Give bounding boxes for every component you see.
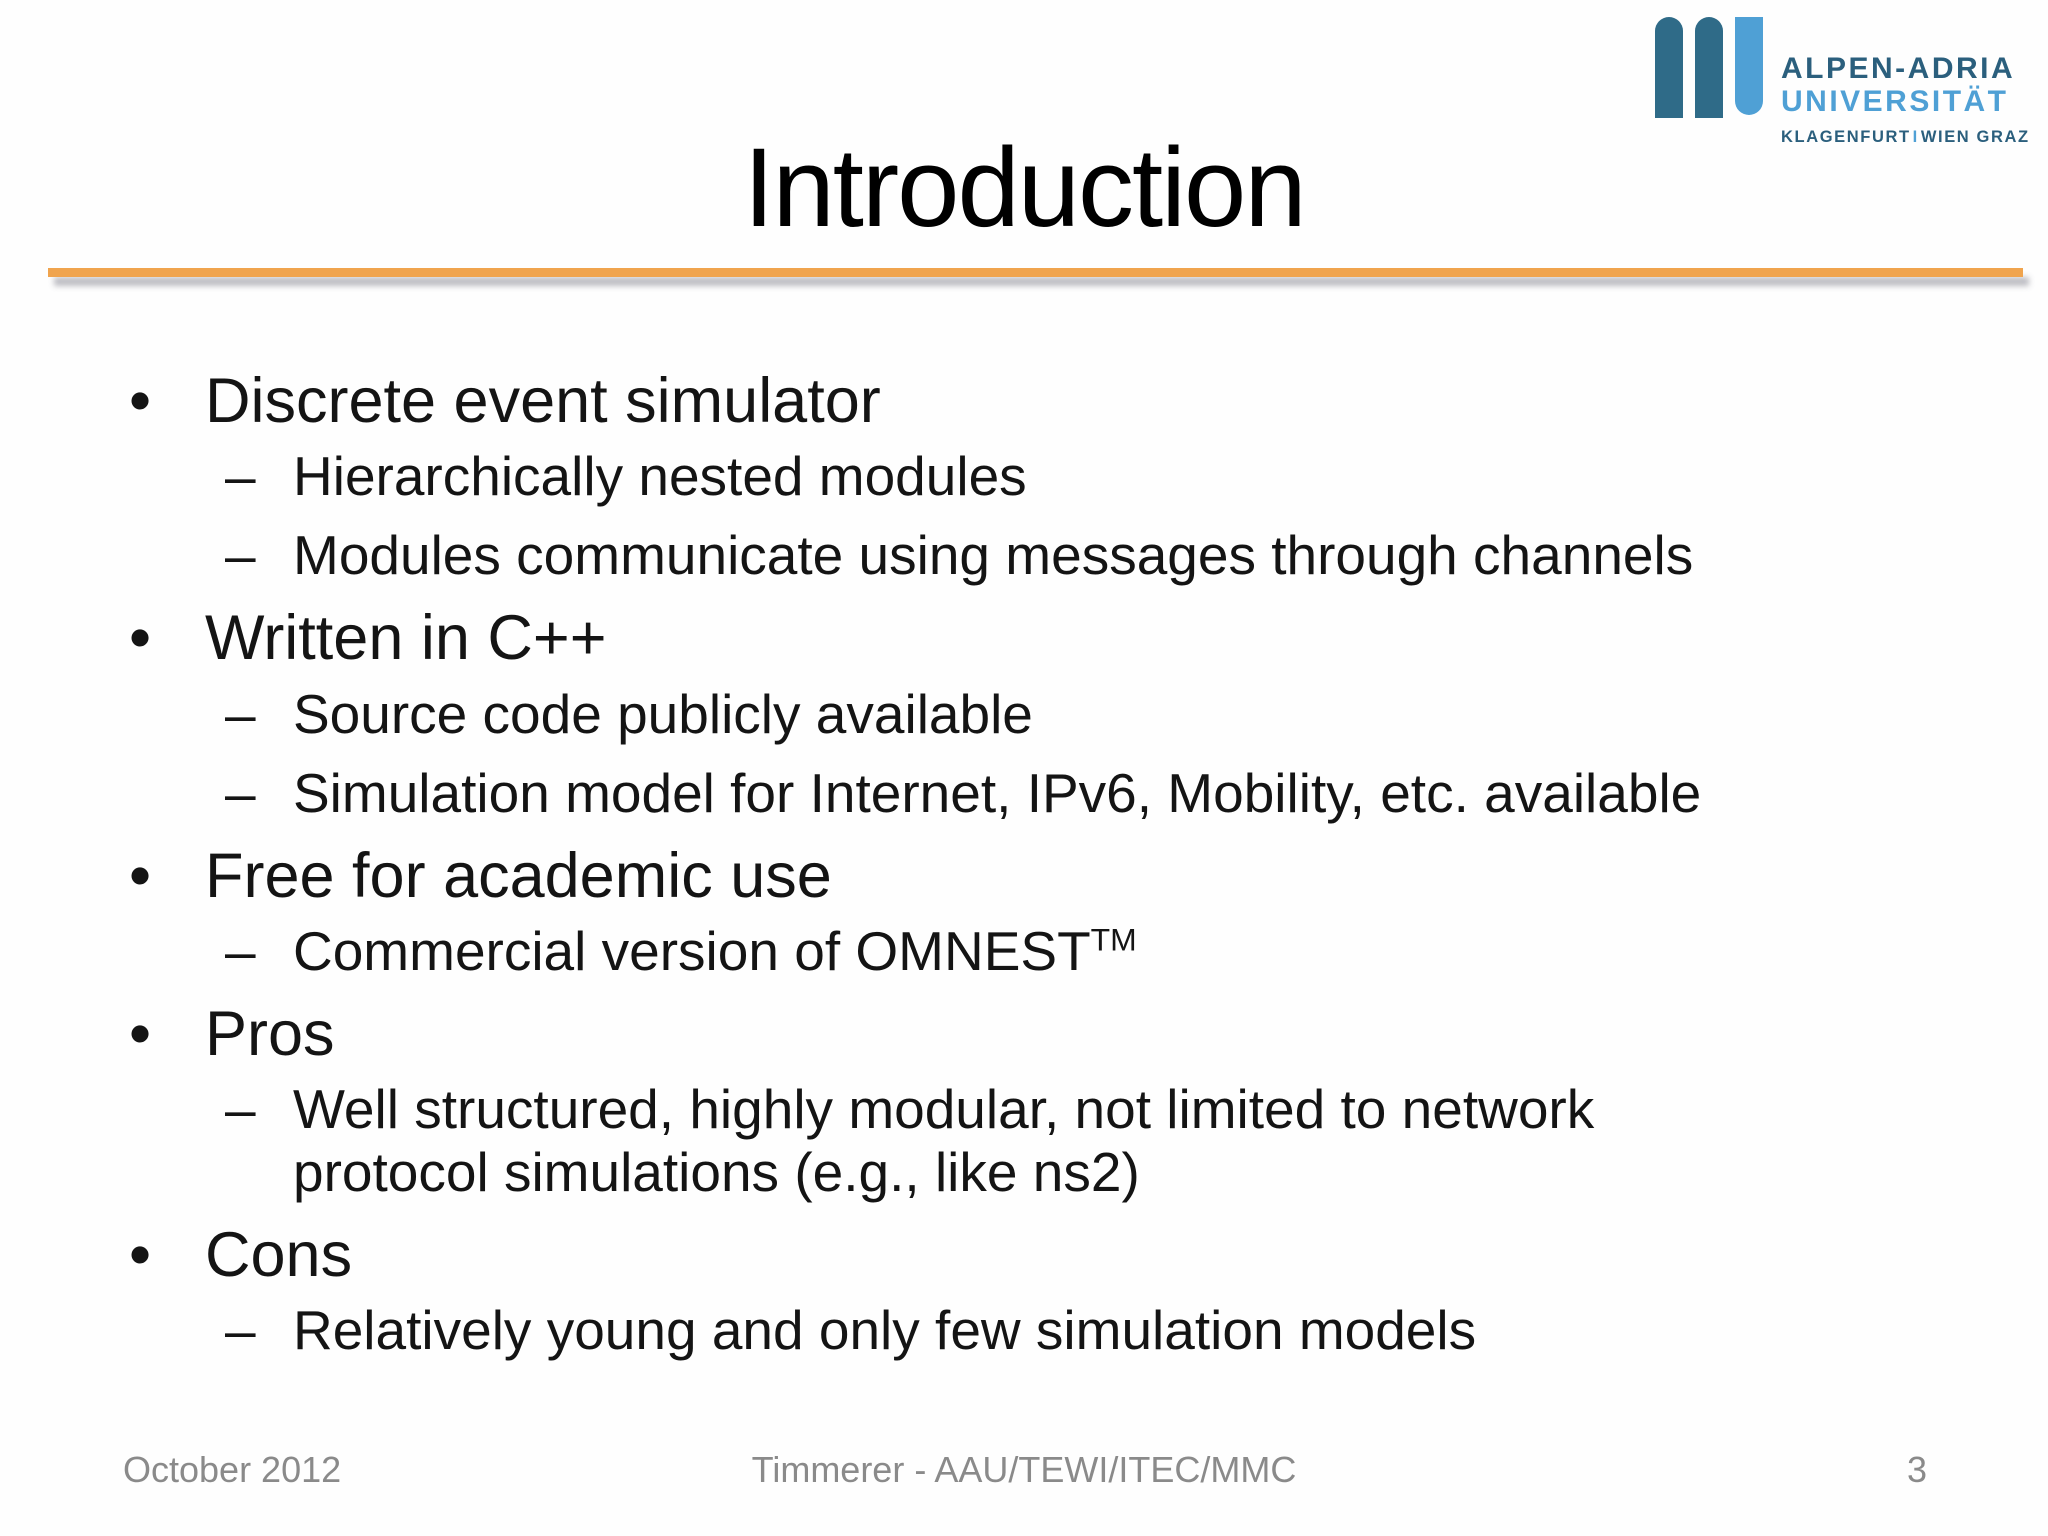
sub-bullet-text: Hierarchically nested modules	[293, 445, 1027, 508]
sub-bullet-text-line: Well structured, highly modular, not lim…	[293, 1078, 1595, 1141]
sub-bullet-text: Relatively young and only few simulation…	[293, 1298, 1477, 1361]
bullet-dot: •	[129, 366, 152, 436]
bullet-dash: –	[225, 682, 256, 745]
sub-bullet-list: – Well structured, highly modular, not l…	[127, 1078, 1840, 1202]
bullet-dash: –	[225, 761, 256, 824]
bullet-dash: –	[225, 1078, 256, 1141]
bullet-list: • Discrete event simulator – Hierarchica…	[127, 366, 1840, 1361]
sub-bullet-list: – Hierarchically nested modules – Module…	[127, 445, 1840, 586]
sub-bullet-list: – Commercial version of OMNESTTM	[127, 920, 1840, 982]
sub-bullet-list: – Relatively young and only few simulati…	[127, 1299, 1840, 1361]
footer-date: October 2012	[123, 1449, 342, 1490]
logo-line-universitaet: UNIVERSITÄT	[1781, 85, 2009, 118]
bullet-item: • Written in C++	[127, 603, 1840, 674]
bullet-text: Discrete event simulator	[205, 366, 881, 436]
bullet-dash: –	[225, 1298, 256, 1361]
logo-arch-icon	[1695, 17, 1723, 118]
sub-bullet-list: – Source code publicly available – Simul…	[127, 683, 1840, 824]
sub-bullet-text: Modules communicate using messages throu…	[293, 524, 1694, 587]
bullet-dash: –	[225, 920, 256, 983]
sub-bullet-item: – Simulation model for Internet, IPv6, M…	[127, 762, 1840, 824]
logo-city-right: WIEN GRAZ	[1920, 128, 2030, 146]
footer-page-number: 3	[1906, 1449, 1927, 1490]
sub-bullet-item: – Well structured, highly modular, not l…	[127, 1078, 1840, 1202]
logo-line-alpen-adria: ALPEN-ADRIA	[1781, 52, 2016, 85]
bullet-text: Free for academic use	[205, 840, 832, 911]
bullet-item: • Pros	[127, 999, 1840, 1070]
sub-bullet-text: Commercial version of OMNEST	[293, 920, 1091, 983]
sub-bullet-item: – Relatively young and only few simulati…	[127, 1299, 1840, 1361]
sub-bullet-item: – Commercial version of OMNESTTM	[127, 920, 1840, 982]
sub-bullet-item: – Hierarchically nested modules	[127, 445, 1840, 507]
footer-credit: Timmerer - AAU/TEWI/ITEC/MMC	[751, 1449, 1297, 1490]
bullet-dot: •	[129, 603, 152, 674]
sub-bullet-item: – Source code publicly available	[127, 683, 1840, 745]
bullet-dot: •	[129, 999, 152, 1070]
slide-body: • Discrete event simulator – Hierarchica…	[127, 366, 1840, 1378]
logo-city-left: KLAGENFURT	[1781, 128, 1911, 146]
sub-bullet-text: Source code publicly available	[293, 682, 1033, 745]
bullet-text: Cons	[205, 1219, 353, 1290]
bullet-dot: •	[129, 1219, 152, 1290]
bullet-text: Written in C++	[205, 603, 607, 674]
bullet-dash: –	[225, 524, 256, 587]
slide-title: Introduction	[743, 125, 1306, 250]
logo-separator: I	[1912, 128, 1919, 146]
bullet-item: • Cons	[127, 1220, 1840, 1291]
bullet-item: • Discrete event simulator	[127, 366, 1840, 437]
sub-bullet-text: Simulation model for Internet, IPv6, Mob…	[293, 761, 1702, 824]
logo-arch-icon	[1655, 17, 1683, 118]
bullet-text: Pros	[205, 999, 335, 1070]
logo-arch-icon	[1735, 17, 1763, 115]
sub-bullet-item: – Modules communicate using messages thr…	[127, 524, 1840, 586]
bullet-dash: –	[225, 445, 256, 508]
bullet-dot: •	[129, 840, 152, 911]
bullet-item: • Free for academic use	[127, 841, 1840, 912]
sub-bullet-text-line: protocol simulations (e.g., like ns2)	[293, 1140, 1140, 1203]
title-underline	[48, 268, 2023, 277]
trademark-superscript: TM	[1090, 921, 1137, 958]
